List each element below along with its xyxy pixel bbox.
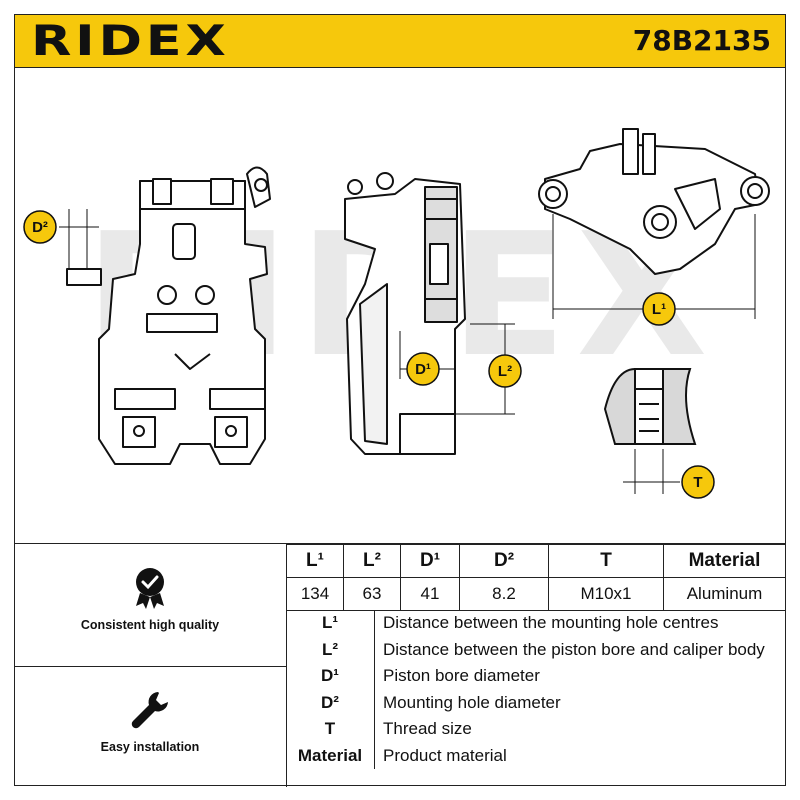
badge-l1: L¹ bbox=[642, 292, 676, 326]
legend-key: L² bbox=[286, 636, 375, 663]
svg-text:T: T bbox=[693, 474, 702, 491]
wrench-icon bbox=[131, 692, 168, 729]
badge-t: T bbox=[681, 465, 715, 499]
svg-text:D²: D² bbox=[32, 219, 48, 236]
svg-text:D¹: D¹ bbox=[415, 361, 431, 378]
badge-d1: D¹ bbox=[406, 352, 440, 386]
legend-key: D² bbox=[286, 689, 375, 716]
legend-item: D¹ Piston bore diameter bbox=[286, 663, 786, 690]
value-l1: 134 bbox=[286, 577, 344, 611]
legend-desc: Thread size bbox=[383, 719, 472, 739]
header-material: Material bbox=[663, 544, 786, 578]
feature-quality-label: Consistent high quality bbox=[80, 618, 220, 632]
checkmark-shield-icon bbox=[136, 568, 164, 609]
legend-list: L¹ Distance between the mounting hole ce… bbox=[286, 610, 786, 769]
technical-drawing: RIDEX D² bbox=[23, 128, 770, 499]
legend-key: L¹ bbox=[286, 610, 375, 637]
legend-item: T Thread size bbox=[286, 716, 786, 743]
legend-item: L² Distance between the piston bore and … bbox=[286, 636, 786, 663]
legend-desc: Piston bore diameter bbox=[383, 666, 540, 686]
part-number: 78B2135 bbox=[632, 24, 771, 57]
legend-item: D² Mounting hole diameter bbox=[286, 689, 786, 716]
legend-item: L¹ Distance between the mounting hole ce… bbox=[286, 610, 786, 637]
t-dimension bbox=[623, 449, 680, 494]
legend-desc: Distance between the piston bore and cal… bbox=[383, 639, 765, 659]
value-d2: 8.2 bbox=[459, 577, 549, 611]
badge-l2: L² bbox=[488, 354, 522, 388]
feature-installation: Easy installation bbox=[14, 666, 286, 787]
value-t: M10x1 bbox=[548, 577, 664, 611]
feature-installation-label: Easy installation bbox=[100, 740, 200, 754]
header-l2: L² bbox=[343, 544, 401, 578]
legend-key: D¹ bbox=[286, 663, 375, 690]
brand-logo: RIDEX bbox=[31, 16, 230, 65]
header-t: T bbox=[548, 544, 664, 578]
header-l1: L¹ bbox=[286, 544, 344, 578]
feature-quality: Consistent high quality bbox=[14, 566, 286, 667]
legend-desc: Product material bbox=[383, 745, 507, 765]
header-d2: D² bbox=[459, 544, 549, 578]
header-bar: RIDEX 78B2135 bbox=[14, 14, 786, 68]
caliper-top-view bbox=[538, 128, 770, 275]
legend-key: Material bbox=[286, 742, 375, 769]
legend-desc: Distance between the mounting hole centr… bbox=[383, 613, 719, 633]
legend-desc: Mounting hole diameter bbox=[383, 692, 561, 712]
badge-d2: D² bbox=[23, 210, 57, 244]
caliper-front-view bbox=[66, 166, 271, 465]
spec-header-row: L¹ L² D¹ D² T Material bbox=[286, 544, 786, 578]
legend-key: T bbox=[286, 716, 375, 743]
value-material: Aluminum bbox=[663, 577, 786, 611]
caliper-side-view bbox=[344, 172, 466, 455]
value-l2: 63 bbox=[343, 577, 401, 611]
legend-item: Material Product material bbox=[286, 742, 786, 769]
value-d1: 41 bbox=[400, 577, 460, 611]
spec-table: L¹ L² D¹ D² T Material 134 63 41 8.2 M10… bbox=[286, 544, 786, 611]
header-d1: D¹ bbox=[400, 544, 460, 578]
svg-text:L²: L² bbox=[498, 363, 512, 380]
spec-value-row: 134 63 41 8.2 M10x1 Aluminum bbox=[286, 577, 786, 611]
feature-panel: Consistent high quality Easy installatio… bbox=[14, 544, 287, 787]
svg-text:L¹: L¹ bbox=[652, 301, 666, 318]
thread-section-detail bbox=[603, 368, 697, 445]
info-section: Consistent high quality Easy installatio… bbox=[14, 543, 786, 787]
d2-dimension bbox=[59, 209, 99, 269]
